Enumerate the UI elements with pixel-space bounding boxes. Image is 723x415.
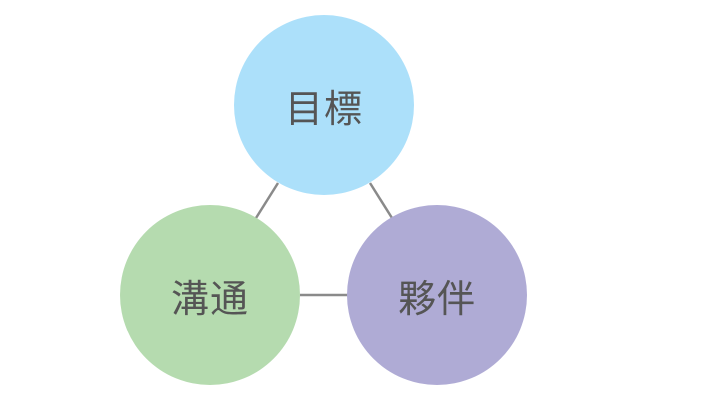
node-communication-label: 溝通 <box>170 276 249 321</box>
node-goal-label: 目標 <box>284 86 363 131</box>
node-partner-label: 夥伴 <box>397 276 476 321</box>
node-communication: 溝通 <box>120 205 300 385</box>
node-partner: 夥伴 <box>347 205 527 385</box>
connector-top-left <box>254 182 280 219</box>
node-goal: 目標 <box>234 15 414 195</box>
connector-top-right <box>368 182 394 219</box>
